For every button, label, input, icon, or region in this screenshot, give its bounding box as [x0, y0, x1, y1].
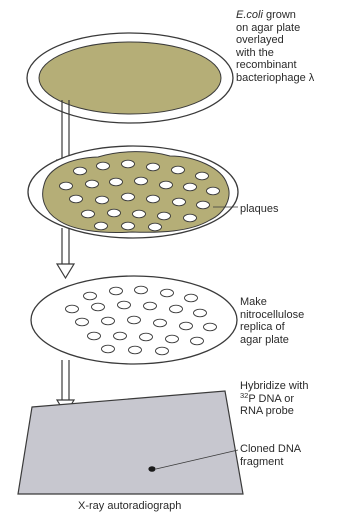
plaque: [149, 223, 162, 231]
replica-plaque: [102, 317, 115, 325]
step1-line: with the: [236, 47, 314, 60]
replica-plaque: [118, 301, 131, 309]
lawn-with-plaques: [43, 152, 229, 233]
replica-plaque: [135, 286, 148, 294]
organism-name: E.coli: [236, 9, 263, 21]
plaque: [108, 209, 121, 217]
plaque: [147, 163, 160, 171]
replica-plaque: [84, 292, 97, 300]
cloned-line: fragment: [240, 456, 301, 469]
plaque: [74, 167, 87, 175]
replica-plaque: [170, 305, 183, 313]
step1-line: bacteriophage λ: [236, 72, 314, 85]
step3-line: agar plate: [240, 334, 304, 347]
plaque: [197, 201, 210, 209]
down-arrow-icon: [57, 228, 74, 278]
plaque: [160, 181, 173, 189]
film-caption: X-ray autoradiograph: [78, 500, 181, 513]
replica-plaque: [140, 333, 153, 341]
plaques-text: plaques: [240, 203, 279, 216]
replica-plaque: [128, 316, 141, 324]
plaque: [172, 166, 185, 174]
hybridization-spot: [148, 466, 155, 472]
replica-plaque: [180, 322, 193, 330]
plaques-label: plaques: [240, 203, 279, 216]
replica-plaque: [129, 346, 142, 354]
plaque: [86, 180, 99, 188]
film-caption-text: X-ray autoradiograph: [78, 500, 181, 513]
plaque: [133, 210, 146, 218]
replica-plaque: [154, 319, 167, 327]
plaque: [158, 212, 171, 220]
bacterial-lawn: [39, 42, 221, 114]
xray-film: [18, 391, 243, 494]
agar-plate: [27, 33, 233, 123]
step1-caption: E.coli grown on agar plate overlayed wit…: [236, 9, 314, 84]
replica-plaque: [110, 287, 123, 295]
plaque: [82, 210, 95, 218]
plaque: [96, 196, 109, 204]
nitrocellulose-replica: [31, 276, 237, 364]
step3-line: nitrocellulose: [240, 309, 304, 322]
replica-plaque: [161, 289, 174, 297]
replica-plaque: [166, 335, 179, 343]
plaque: [95, 222, 108, 230]
plaque: [173, 198, 186, 206]
plaque: [196, 172, 209, 180]
step3-line: replica of: [240, 321, 304, 334]
replica-plaque: [191, 337, 204, 345]
replica-plaque: [204, 323, 217, 331]
plaque: [97, 162, 110, 170]
plaque: [122, 160, 135, 168]
step4-line: RNA probe: [240, 405, 308, 418]
step3-line: Make: [240, 296, 304, 309]
plaque: [70, 195, 83, 203]
replica-plaque: [102, 345, 115, 353]
plaque: [147, 195, 160, 203]
replica-plaque: [92, 303, 105, 311]
replica-plaque: [76, 318, 89, 326]
step4-line: P DNA or: [248, 393, 294, 405]
replica-plaque: [185, 294, 198, 302]
cloned-fragment-label: Cloned DNA fragment: [240, 443, 301, 468]
step3-caption: Make nitrocellulose replica of agar plat…: [240, 296, 304, 346]
plaque: [122, 193, 135, 201]
plaque: [60, 182, 73, 190]
replica-plaque: [66, 305, 79, 313]
plaque: [207, 187, 220, 195]
step1-line: overlayed: [236, 34, 314, 47]
plaque: [135, 177, 148, 185]
replica-plaque: [194, 309, 207, 317]
plaque: [184, 183, 197, 191]
plaque: [184, 214, 197, 222]
step4-line: Hybridize with: [240, 380, 308, 393]
step4-caption: Hybridize with 32P DNA or RNA probe: [240, 380, 308, 418]
replica-plaque: [144, 302, 157, 310]
replica-plaque: [114, 332, 127, 340]
replica-plaque: [88, 332, 101, 340]
step1-line: grown: [263, 9, 296, 21]
replica-plaque: [156, 347, 169, 355]
plaque-plate: [28, 146, 238, 238]
plaque: [110, 178, 123, 186]
plaque: [122, 222, 135, 230]
step1-line: on agar plate: [236, 22, 314, 35]
cloned-line: Cloned DNA: [240, 443, 301, 456]
film-sheet: [18, 391, 243, 494]
step1-line: recombinant: [236, 59, 314, 72]
